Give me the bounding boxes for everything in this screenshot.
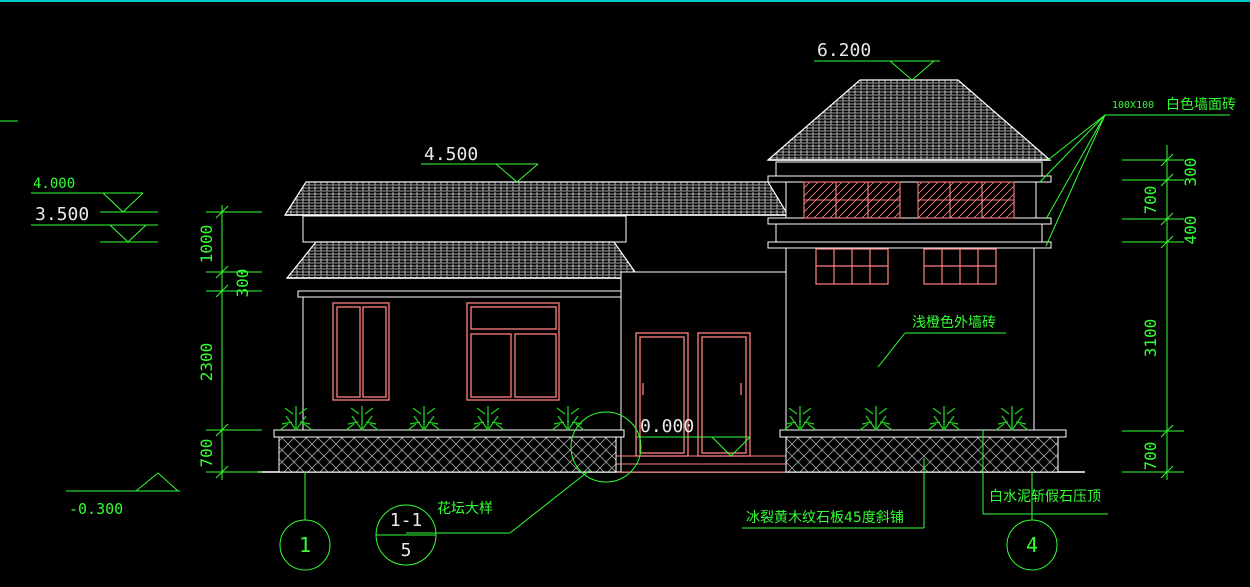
entry-steps	[616, 455, 786, 473]
dim-left-700: 700	[197, 439, 216, 468]
elevation-marker-4000-3500	[0, 120, 158, 243]
upper-window-right	[917, 181, 1015, 219]
elevation-0000: 0.000	[640, 416, 694, 437]
right-dimension-chain	[1122, 145, 1184, 480]
tile-size-label: 100X100	[1112, 100, 1154, 111]
detail-circle	[570, 411, 642, 483]
elevation-6200: 6.200	[817, 40, 871, 61]
callout-sheet: 5	[401, 540, 412, 561]
left-planter	[273, 429, 625, 473]
tower-wall	[785, 247, 1035, 433]
exterior-wall-label: 浅橙色外墙砖	[912, 314, 996, 331]
tower-frieze-top	[775, 161, 1043, 177]
tower-window-left	[815, 248, 889, 285]
grid-axis-4-label: 4	[1026, 533, 1038, 557]
dim-right-300: 300	[1181, 158, 1200, 187]
detail-callout-bubble	[375, 504, 437, 566]
dim-right-700: 700	[1141, 186, 1160, 215]
leader-stone-slab	[742, 458, 925, 529]
left-dimension-chain	[206, 205, 262, 480]
tower-frieze-mid	[775, 223, 1043, 243]
elevation-marker-6200	[814, 60, 940, 81]
hip-roof	[766, 79, 1052, 161]
shrub	[345, 406, 379, 431]
elevation-marker-minus-0300	[66, 472, 180, 492]
shrub	[471, 406, 505, 431]
left-eave-band	[297, 290, 625, 298]
elevation-marker-0000	[636, 436, 751, 457]
dim-left-300: 300	[233, 269, 252, 298]
left-window-1	[332, 302, 390, 401]
upper-window-left	[803, 181, 901, 219]
grid-axis-4	[1006, 472, 1058, 571]
lower-left-roof	[285, 241, 636, 279]
left-window-2	[466, 302, 560, 401]
elevation-4500: 4.500	[424, 144, 478, 165]
leader-capping	[982, 430, 1108, 515]
planter-plants	[279, 406, 1029, 431]
dim-right-3100: 3100	[1141, 319, 1160, 358]
capping-label: 白水泥斩假石压顶	[989, 489, 1101, 505]
dim-right-400: 400	[1181, 216, 1200, 245]
elevation-4000: 4.000	[33, 176, 75, 192]
shrub	[995, 406, 1029, 431]
shrub	[407, 406, 441, 431]
elevation-minus-0300: -0.300	[69, 500, 123, 518]
right-planter	[779, 429, 1067, 473]
dim-right-700b: 700	[1141, 442, 1160, 471]
grid-axis-1-label: 1	[299, 533, 311, 557]
planter-detail-label: 花坛大样	[437, 501, 493, 517]
shrub	[783, 406, 817, 431]
tower-window-right	[923, 248, 997, 285]
upper-left-roof	[283, 181, 790, 216]
elevation-3500: 3.500	[35, 204, 89, 225]
shrub	[551, 406, 585, 431]
tower-band-3	[767, 241, 1052, 249]
leader-planter-detail	[406, 469, 591, 534]
dim-left-1000: 1000	[197, 225, 216, 264]
shrub	[279, 406, 313, 431]
middle-wall	[620, 271, 787, 473]
stone-slab-label: 冰裂黄木纹石板45度斜铺	[746, 509, 904, 526]
upper-left-wall	[302, 215, 627, 243]
dim-left-2300: 2300	[197, 343, 216, 382]
leader-exterior-wall	[877, 332, 1006, 368]
shrub	[927, 406, 961, 431]
callout-section: 1-1	[390, 510, 423, 531]
leader-roof-tiles	[1039, 114, 1230, 247]
shrub	[859, 406, 893, 431]
grid-axis-1	[279, 472, 331, 571]
elevation-marker-4500	[421, 163, 539, 183]
tower-band-1	[767, 175, 1052, 183]
tower-band-2	[767, 217, 1052, 225]
roof-tile-label: 白色墙面砖	[1166, 96, 1236, 113]
